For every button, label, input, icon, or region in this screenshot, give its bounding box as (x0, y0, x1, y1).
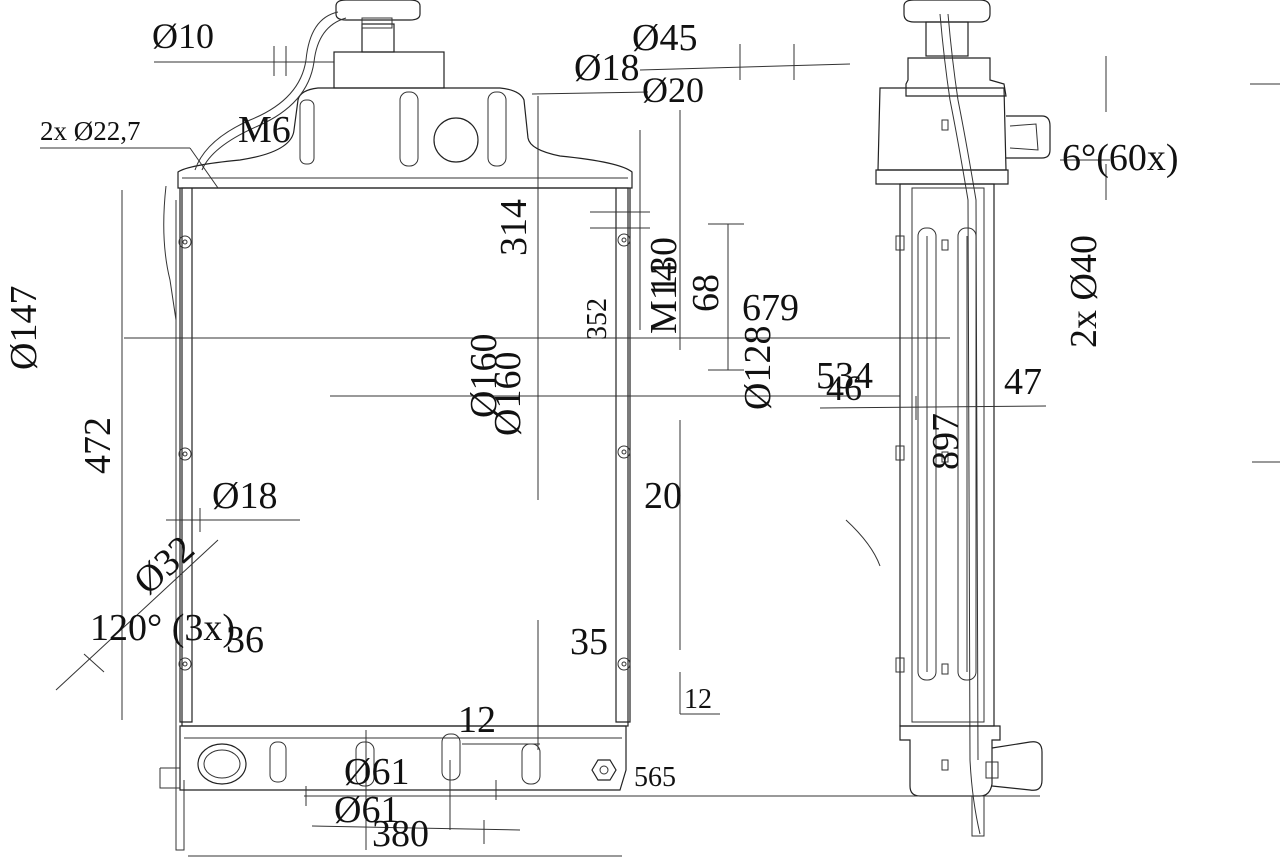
dimension-labels: Ø10 Ø45 Ø18 Ø20 2x Ø22,7 M6 6°(60x) Ø147… (3, 16, 1179, 855)
rail-bolt (178, 235, 192, 249)
label-314: 314 (493, 199, 535, 256)
rail-bolt (617, 445, 631, 459)
label-2x-d40: 2x Ø40 (1063, 235, 1105, 348)
label-47: 47 (1004, 361, 1042, 403)
radiator-front-view (159, 0, 633, 851)
label-d32: Ø32 (126, 528, 203, 603)
rail-bolt (617, 657, 631, 671)
label-d61-a: Ø61 (344, 751, 409, 793)
rail-bolt (178, 447, 192, 461)
label-d18-left: Ø18 (212, 475, 277, 517)
label-d20-top: Ø20 (642, 70, 704, 110)
dimension-lines (40, 44, 1280, 857)
label-679: 679 (742, 287, 799, 329)
label-565: 565 (634, 762, 676, 793)
label-12-right: 12 (684, 684, 712, 715)
label-2x-d22-7: 2x Ø22,7 (40, 116, 141, 146)
label-380: 380 (372, 813, 429, 855)
label-d45: Ø45 (632, 17, 697, 59)
label-d128: Ø128 (737, 326, 779, 410)
label-d160-a: Ø160 (463, 334, 505, 418)
rail-bolt (617, 233, 631, 247)
label-20: 20 (644, 475, 682, 517)
label-352: 352 (582, 298, 613, 340)
rail-bolt (178, 657, 192, 671)
label-35: 35 (570, 621, 608, 663)
label-68: 68 (685, 274, 727, 312)
label-m6: M6 (238, 109, 291, 151)
label-897: 897 (925, 413, 967, 470)
label-d61-b: Ø61 (334, 789, 399, 831)
label-6deg: 6°(60x) (1062, 137, 1179, 179)
label-36: 36 (226, 619, 264, 661)
radiator-side-view (875, 0, 1051, 837)
label-d160-b: Ø160 (487, 352, 529, 436)
label-46: 46 (826, 368, 862, 408)
label-130: 130 (643, 237, 685, 294)
label-d147: Ø147 (3, 286, 45, 370)
label-d10: Ø10 (152, 16, 214, 56)
label-12-bottom: 12 (458, 699, 496, 741)
label-534: 534 (816, 355, 873, 397)
label-m14: M14 (643, 262, 685, 334)
label-d18-top: Ø18 (574, 47, 639, 89)
label-472: 472 (77, 417, 119, 474)
label-120deg: 120° (3x) (90, 607, 235, 649)
